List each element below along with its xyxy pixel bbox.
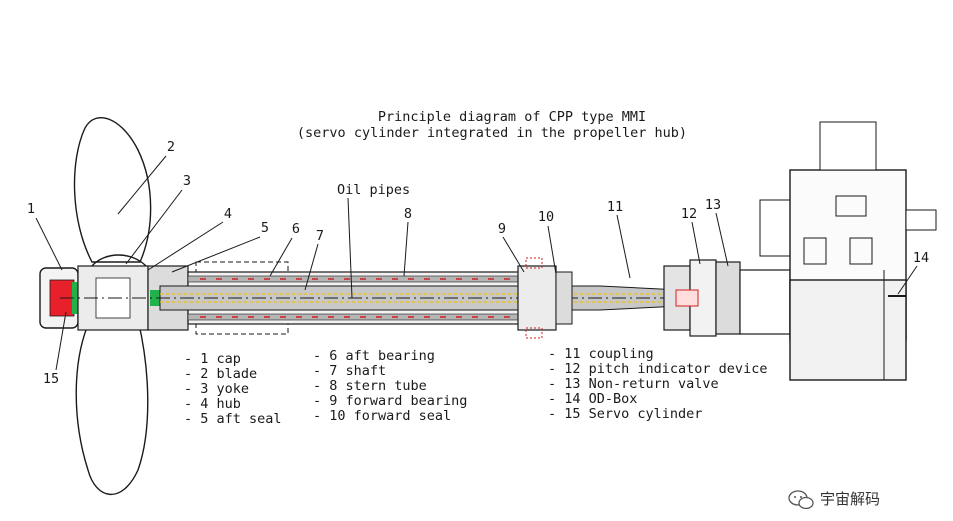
legend: - 1 cap - 2 blade - 3 yoke - 4 hub - 5 a… (184, 346, 767, 427)
callout-7: 7 (316, 228, 324, 244)
callout-12: 12 (681, 206, 697, 222)
title-line-2: (servo cylinder integrated in the propel… (297, 125, 687, 141)
legend-item: - 5 aft seal (184, 411, 282, 427)
callout-3: 3 (183, 173, 191, 189)
legend-item: - 3 yoke (184, 381, 249, 397)
callout-11: 11 (607, 199, 623, 215)
legend-item: - 6 aft bearing (313, 348, 435, 364)
forward-bearing-seal (517, 257, 573, 339)
legend-item: - 2 blade (184, 366, 257, 382)
legend-item: - 8 stern tube (313, 378, 427, 394)
legend-item: - 10 forward seal (313, 408, 451, 424)
callout-8: 8 (404, 206, 412, 222)
legend-item: - 4 hub (184, 396, 241, 412)
watermark-text: 宇宙解码 (820, 490, 880, 508)
callout-6: 6 (292, 221, 300, 237)
gearbox (739, 121, 937, 381)
legend-item: - 9 forward bearing (313, 393, 467, 409)
legend-item: - 11 coupling (548, 346, 654, 362)
callout-15: 15 (43, 371, 59, 387)
oil-pipes-label: Oil pipes (337, 182, 410, 198)
watermark: 宇宙解码 (788, 490, 880, 510)
legend-item: - 7 shaft (313, 363, 386, 379)
legend-item: - 14 OD-Box (548, 391, 637, 407)
callout-13: 13 (705, 197, 721, 213)
callout-10: 10 (538, 209, 554, 225)
legend-item: - 1 cap (184, 351, 241, 367)
leader-lines (35, 155, 918, 371)
title-line-1: Principle diagram of CPP type MMI (378, 109, 646, 125)
callout-5: 5 (261, 220, 269, 236)
callout-14: 14 (913, 250, 929, 266)
legend-item: - 15 Servo cylinder (548, 406, 702, 422)
legend-item: - 12 pitch indicator device (548, 361, 767, 377)
callout-1: 1 (27, 201, 35, 217)
wechat-icon (788, 490, 814, 510)
legend-item: - 13 Non-return valve (548, 376, 719, 392)
coupling-group (663, 259, 741, 337)
callout-2: 2 (167, 139, 175, 155)
callout-9: 9 (498, 221, 506, 237)
callout-4: 4 (224, 206, 232, 222)
